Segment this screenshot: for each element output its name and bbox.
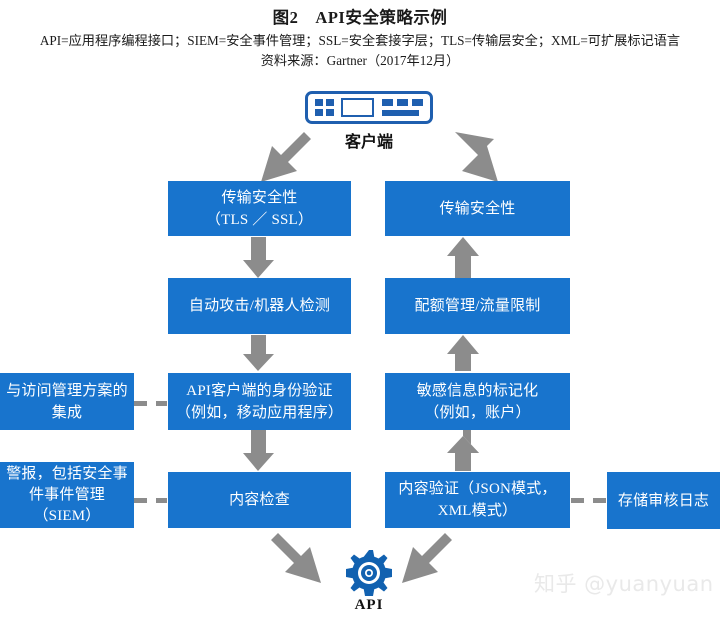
box-automated-attack-bot-detection[interactable]: 自动攻击/机器人检测 [168, 278, 351, 334]
box-alerting-siem[interactable]: 警报，包括安全事 件事件管理 （SIEM） [0, 462, 134, 528]
box-sensitive-data-tokenization[interactable]: 敏感信息的标记化 （例如，账户） [385, 373, 570, 430]
gear-icon [344, 548, 394, 598]
arrow-api-to-content-validation [402, 533, 452, 583]
figure-source: 资料来源：Gartner（2017年12月） [260, 53, 460, 68]
arrow-transport-security-to-client [455, 132, 498, 182]
arrow-bot-detection-to-authentication [243, 335, 274, 371]
api-label: API [354, 597, 384, 613]
client-icon-keys [382, 99, 423, 116]
figure-title: 图2 API安全策略示例 [272, 8, 448, 27]
arrow-tokenization-to-quota [447, 335, 479, 371]
box-transport-security-tls-ssl[interactable]: 传输安全性 （TLS ／ SSL） [168, 181, 351, 236]
figure-header: 图2 API安全策略示例 API=应用程序编程接口；SIEM=安全事件管理；SS… [0, 0, 720, 70]
box-transport-security[interactable]: 传输安全性 [385, 181, 570, 236]
dashed-connector-siem [134, 498, 167, 503]
arrow-content-validation-to-tokenization [447, 430, 479, 471]
arrow-authentication-to-content-inspection [243, 430, 274, 471]
watermark: 知乎 @yuanyuan [534, 572, 714, 596]
client-device-icon [305, 91, 433, 124]
gear-icon-svg [346, 550, 392, 596]
dashed-connector-audit-logs [571, 498, 607, 503]
figure-abbreviations: API=应用程序编程接口；SIEM=安全事件管理；SSL=安全套接字层；TLS=… [39, 33, 681, 48]
dashed-connector-access-management [134, 401, 167, 406]
arrow-quota-to-transport-security [447, 237, 479, 278]
box-quota-management-rate-limiting[interactable]: 配额管理/流量限制 [385, 278, 570, 334]
arrow-tls-to-bot-detection [243, 237, 274, 278]
arrow-content-inspection-to-api [271, 533, 321, 583]
client-label: 客户端 [344, 134, 393, 151]
box-content-validation[interactable]: 内容验证（JSON模式， XML模式） [385, 472, 570, 528]
box-store-audit-logs[interactable]: 存储审核日志 [607, 472, 720, 529]
arrow-client-to-transport-security-tls-ssl [261, 132, 311, 182]
client-icon-screen [341, 98, 374, 117]
box-api-client-authentication[interactable]: API客户端的身份验证 （例如，移动应用程序） [168, 373, 351, 430]
box-access-management-integration[interactable]: 与访问管理方案的 集成 [0, 373, 134, 430]
client-icon-grid [315, 99, 334, 116]
box-content-inspection[interactable]: 内容检查 [168, 472, 351, 528]
